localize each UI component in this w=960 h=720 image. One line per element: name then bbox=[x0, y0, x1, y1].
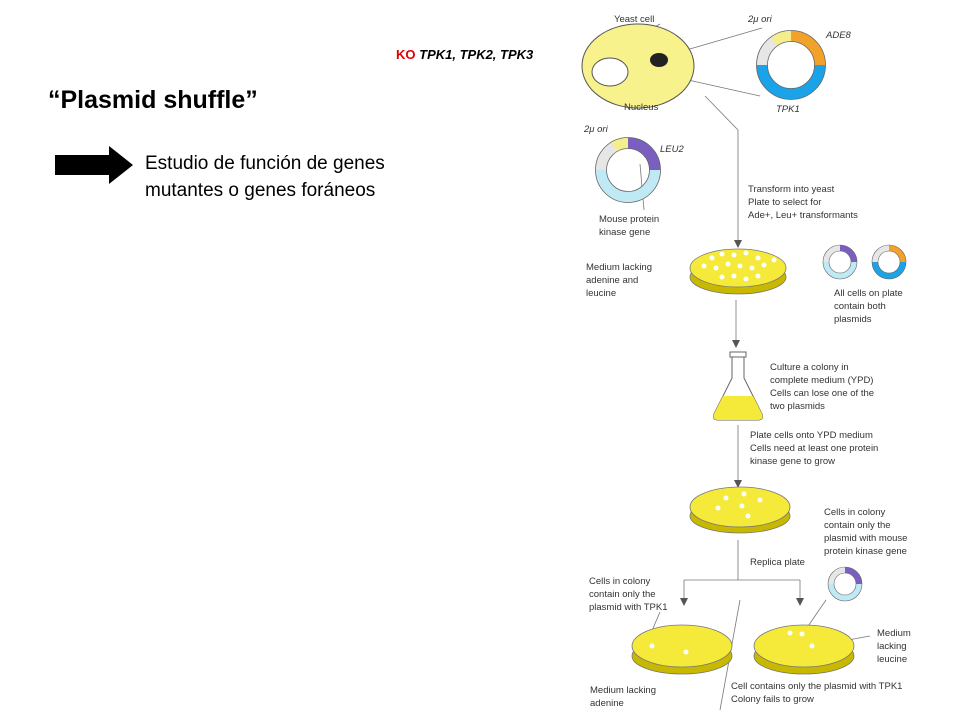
label-left-2: contain only the bbox=[589, 589, 656, 600]
label-medium-3: leucine bbox=[586, 288, 616, 299]
label-mouse-gene-2: kinase gene bbox=[599, 227, 650, 238]
description: Estudio de función de genes mutantes o g… bbox=[145, 150, 385, 204]
label-right-3: plasmid with mouse bbox=[824, 533, 907, 544]
nucleus bbox=[650, 53, 668, 67]
description-line-2: mutantes o genes foráneos bbox=[145, 180, 376, 201]
label-nucleus: Nucleus bbox=[624, 102, 659, 113]
label-tpk1: TPK1 bbox=[776, 104, 800, 115]
plate-lacking-adenine bbox=[631, 624, 733, 675]
label-medium-2: adenine and bbox=[586, 275, 638, 286]
arrowhead bbox=[734, 240, 742, 248]
small-plasmid-tpk1 bbox=[871, 244, 907, 280]
yeast-cell bbox=[581, 23, 695, 109]
label-lack-leu-2: lacking bbox=[877, 641, 907, 652]
small-plasmid-mouse-bottom bbox=[827, 566, 863, 602]
ko-prefix: KO bbox=[396, 47, 416, 62]
label-lack-leu-1: Medium bbox=[877, 628, 911, 639]
label-culture-4: two plasmids bbox=[770, 401, 825, 412]
ko-genes: TPK1, TPK2, TPK3 bbox=[419, 47, 534, 62]
label-left-1: Cells in colony bbox=[589, 576, 650, 587]
label-plate-3: kinase gene to grow bbox=[750, 456, 835, 467]
label-bottom-1: Cell contains only the plasmid with TPK1 bbox=[731, 681, 902, 692]
label-ori-1: 2μ ori bbox=[747, 14, 773, 25]
label-transform-2: Plate to select for bbox=[748, 197, 821, 208]
label-right-4: protein kinase gene bbox=[824, 546, 907, 557]
ko-label: KO TPK1, TPK2, TPK3 bbox=[396, 47, 533, 62]
slide-title: “Plasmid shuffle” bbox=[48, 86, 258, 114]
label-ade8: ADE8 bbox=[825, 30, 852, 41]
label-lack-ade-2: adenine bbox=[590, 698, 624, 709]
arrowhead bbox=[680, 598, 688, 606]
right-arrow-icon bbox=[55, 146, 133, 184]
arrowhead bbox=[732, 340, 740, 348]
connector-line bbox=[704, 95, 739, 131]
label-mouse-gene-1: Mouse protein bbox=[599, 214, 659, 225]
arrowhead bbox=[734, 480, 742, 488]
label-allcells-3: plasmids bbox=[834, 314, 872, 325]
small-plasmid-mouse bbox=[822, 244, 858, 280]
label-plate-2: Cells need at least one protein bbox=[750, 443, 878, 454]
plasmid-ade8-tpk1 bbox=[756, 30, 826, 100]
plate-ypd bbox=[689, 486, 791, 534]
label-leu2: LEU2 bbox=[660, 144, 684, 155]
label-allcells-2: contain both bbox=[834, 301, 886, 312]
label-left-3: plasmid with TPK1 bbox=[589, 602, 668, 613]
label-yeast-cell: Yeast cell bbox=[614, 14, 654, 25]
plasmid-leu2-mouse bbox=[595, 137, 661, 203]
label-lack-ade-1: Medium lacking bbox=[590, 685, 656, 696]
label-plate-1: Plate cells onto YPD medium bbox=[750, 430, 873, 441]
label-culture-1: Culture a colony in bbox=[770, 362, 849, 373]
label-right-2: contain only the bbox=[824, 520, 891, 531]
plate-lacking-leucine bbox=[753, 624, 855, 675]
label-ori-2: 2μ ori bbox=[583, 124, 609, 135]
label-medium-1: Medium lacking bbox=[586, 262, 652, 273]
label-lack-leu-3: leucine bbox=[877, 654, 907, 665]
label-replica: Replica plate bbox=[750, 557, 805, 568]
plate-selective bbox=[689, 248, 787, 295]
label-transform-3: Ade+, Leu+ transformants bbox=[748, 210, 858, 221]
label-transform-1: Transform into yeast bbox=[748, 184, 835, 195]
label-culture-2: complete medium (YPD) bbox=[770, 375, 873, 386]
label-allcells-1: All cells on plate bbox=[834, 288, 903, 299]
label-bottom-2: Colony fails to grow bbox=[731, 694, 814, 705]
vacuole bbox=[591, 57, 629, 87]
label-culture-3: Cells can lose one of the bbox=[770, 388, 874, 399]
label-right-1: Cells in colony bbox=[824, 507, 885, 518]
description-line-1: Estudio de función de genes bbox=[145, 153, 385, 174]
culture-flask bbox=[713, 351, 763, 421]
plasmid-shuffle-diagram: Yeast cell Nucleus 2μ ori ADE8 TPK1 2μ o… bbox=[581, 14, 911, 711]
arrowhead bbox=[796, 598, 804, 606]
